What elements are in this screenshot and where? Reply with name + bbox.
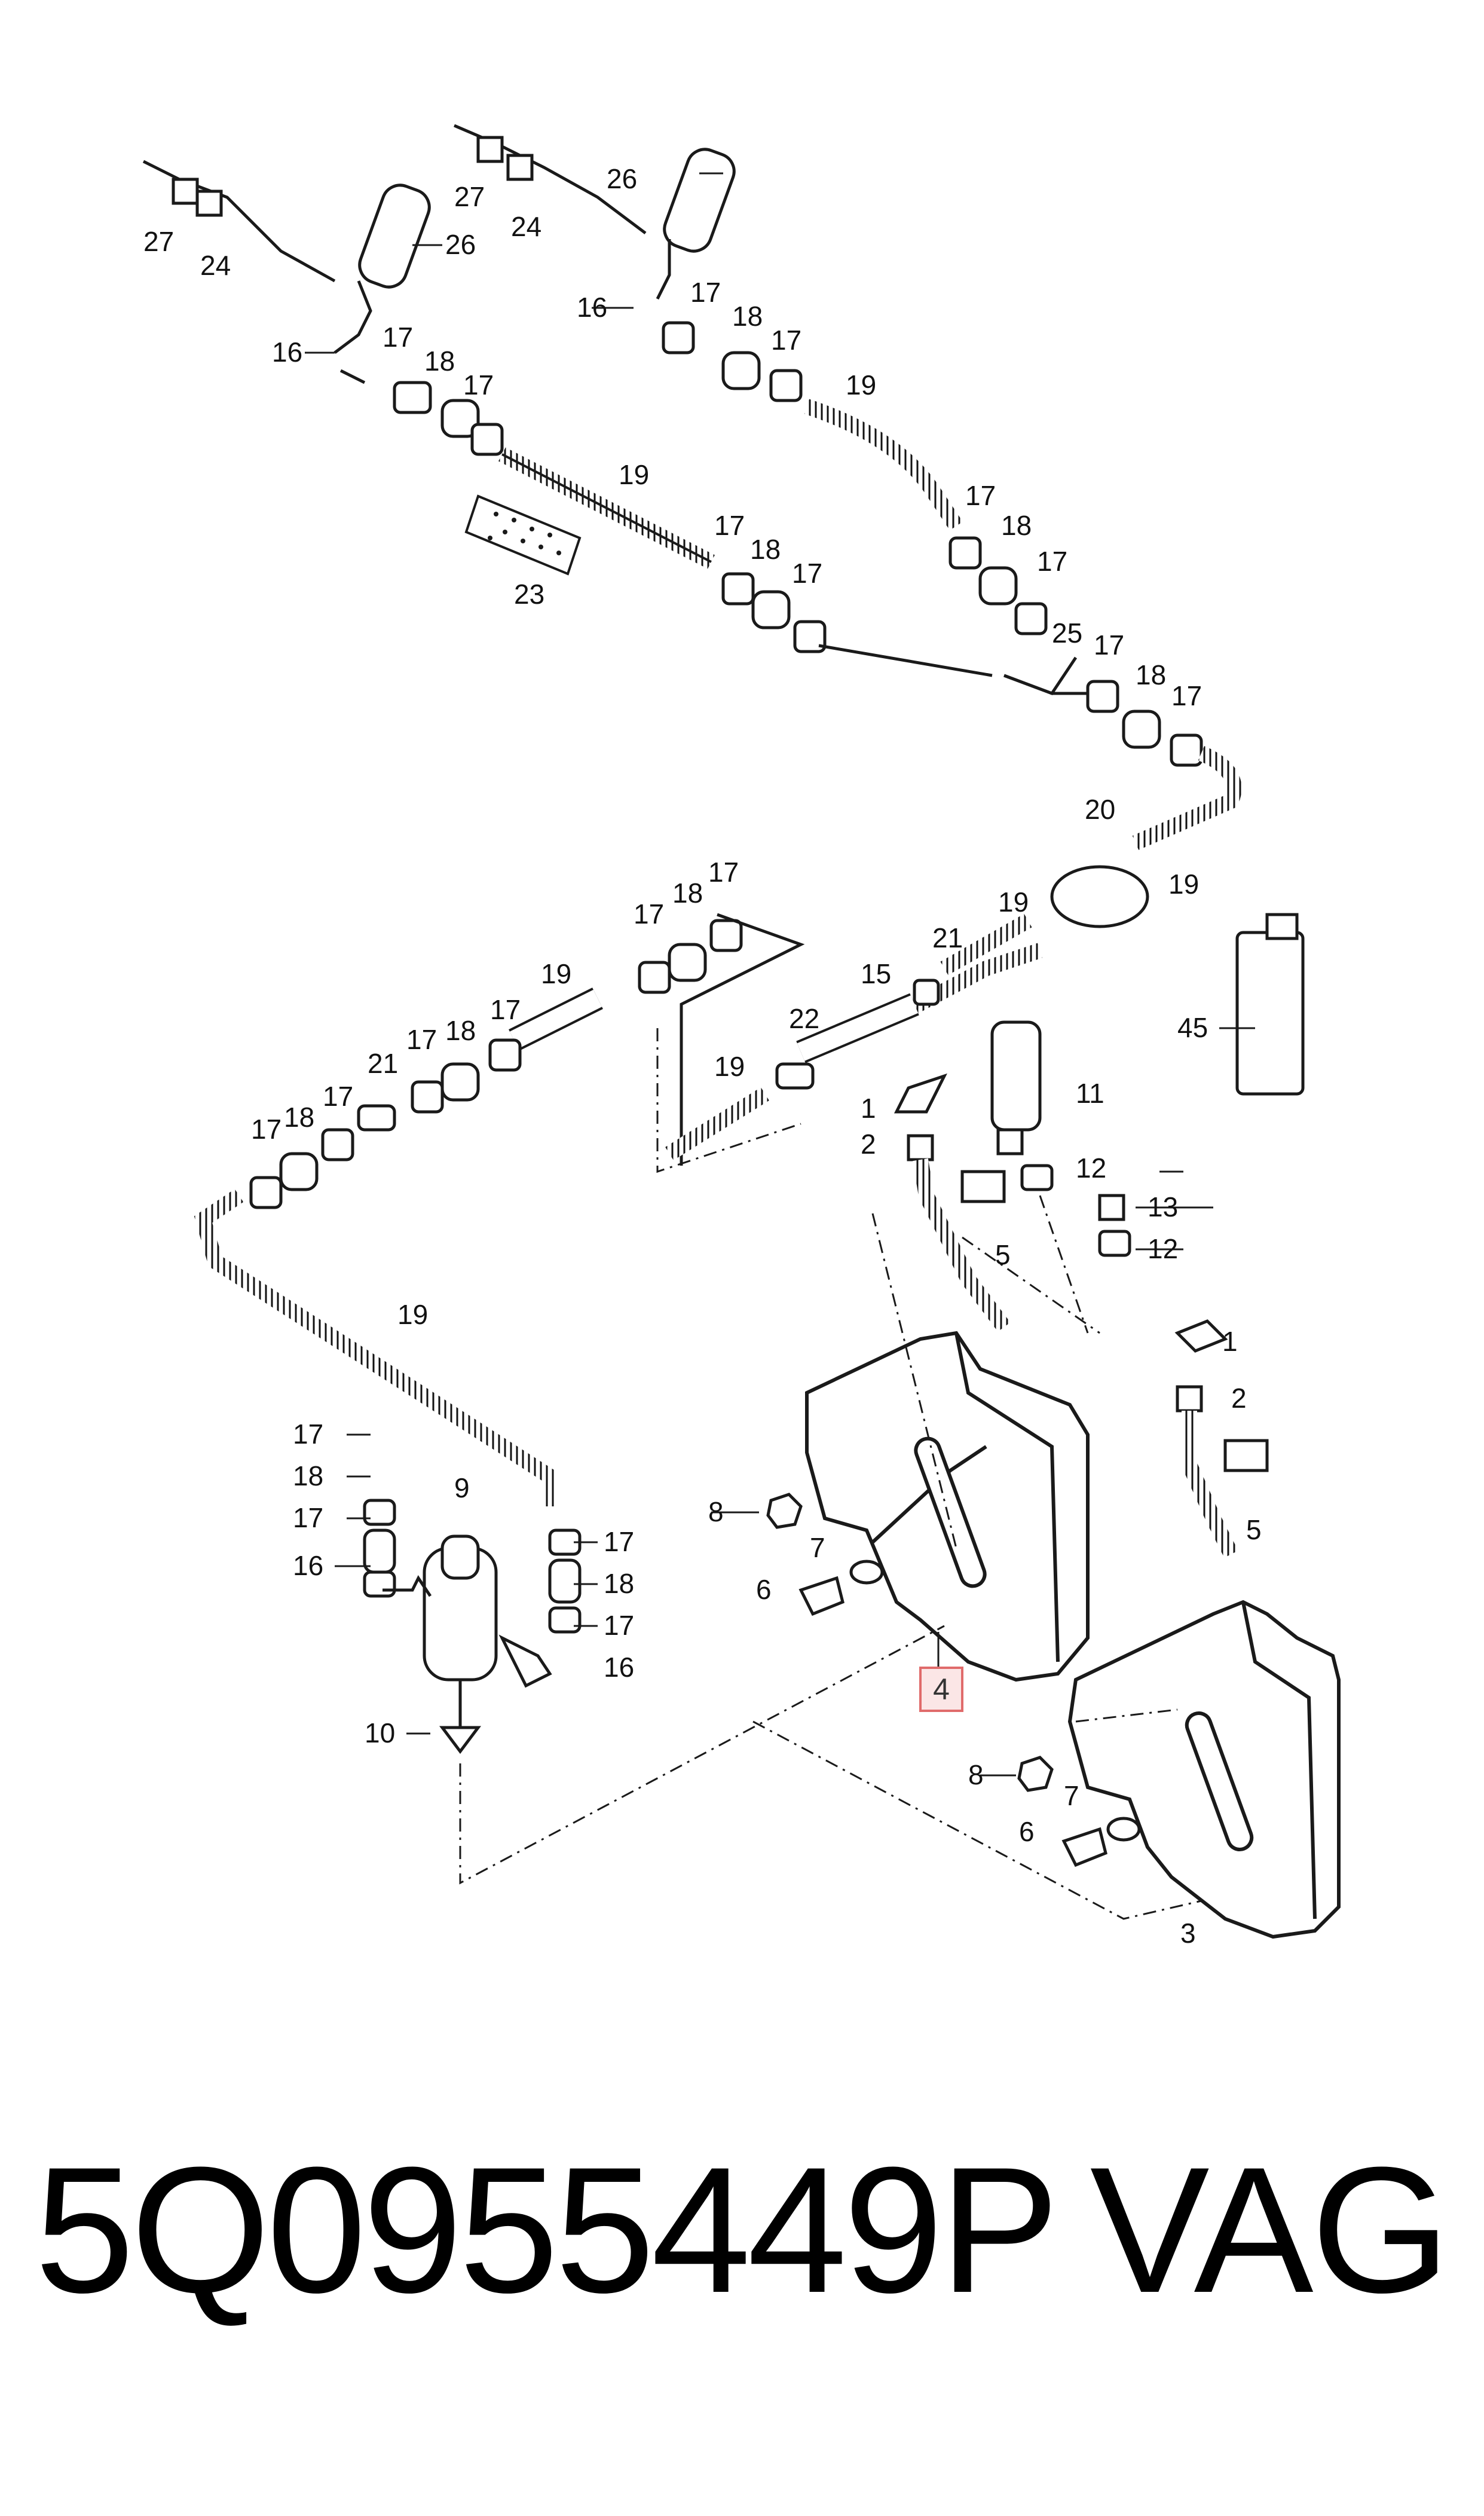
label-12: 12 xyxy=(1076,1152,1106,1184)
label-17: 17 xyxy=(293,1502,323,1533)
label-19: 19 xyxy=(846,369,876,401)
label-17: 17 xyxy=(490,994,521,1025)
washer-nozzle-left xyxy=(142,160,431,354)
label-6: 6 xyxy=(756,1574,772,1605)
label-19: 19 xyxy=(998,886,1029,918)
label-12: 12 xyxy=(1148,1233,1178,1264)
label-25: 25 xyxy=(1052,617,1082,649)
label-16: 16 xyxy=(272,337,302,368)
label-17: 17 xyxy=(1171,680,1202,711)
label-17: 17 xyxy=(690,277,721,308)
label-17: 17 xyxy=(965,480,996,511)
label-18: 18 xyxy=(424,346,455,377)
label-17: 17 xyxy=(293,1419,323,1450)
label-26: 26 xyxy=(445,229,476,260)
highlighted-callout: 4 xyxy=(919,1667,963,1712)
label-19: 19 xyxy=(541,958,571,989)
label-17: 17 xyxy=(634,898,664,930)
label-18: 18 xyxy=(672,878,703,909)
washer-nozzle-right xyxy=(454,124,736,300)
label-2: 2 xyxy=(861,1129,876,1160)
label-22: 22 xyxy=(789,1003,819,1034)
label-7: 7 xyxy=(810,1532,825,1563)
label-13: 13 xyxy=(1148,1191,1178,1222)
label-5: 5 xyxy=(1246,1514,1262,1545)
label-19: 19 xyxy=(714,1051,745,1082)
dashed-connectors xyxy=(459,1028,1202,1920)
label-8: 8 xyxy=(968,1759,984,1790)
label-27: 27 xyxy=(454,181,485,212)
label-18: 18 xyxy=(1136,659,1166,690)
callout-labels: 27 24 26 27 24 26 16 17 18 17 16 17 18 1… xyxy=(143,163,1262,1949)
label-18: 18 xyxy=(284,1102,314,1133)
label-21: 21 xyxy=(932,922,963,953)
leader-lines xyxy=(305,172,1255,1777)
parts-diagram: 27 24 26 27 24 26 16 17 18 17 16 17 18 1… xyxy=(142,124,1341,1949)
label-17: 17 xyxy=(1037,546,1067,577)
hose-assembly-upper xyxy=(339,321,1242,1023)
label-21: 21 xyxy=(368,1048,398,1079)
label-15: 15 xyxy=(861,958,891,989)
label-18: 18 xyxy=(445,1015,476,1046)
label-17: 17 xyxy=(251,1114,281,1145)
label-17: 17 xyxy=(1094,629,1124,661)
label-23: 23 xyxy=(514,579,544,610)
reservoir-4 xyxy=(805,1331,1090,1682)
label-20: 20 xyxy=(1085,794,1115,825)
label-2: 2 xyxy=(1231,1383,1247,1414)
label-7: 7 xyxy=(1064,1780,1079,1811)
label-18: 18 xyxy=(732,301,763,332)
label-19: 19 xyxy=(397,1299,428,1330)
label-17: 17 xyxy=(708,857,739,888)
label-17: 17 xyxy=(771,325,801,356)
label-3: 3 xyxy=(1180,1918,1196,1949)
reservoir-3 xyxy=(1067,1600,1341,1939)
label-17: 17 xyxy=(792,558,822,589)
label-10: 10 xyxy=(365,1717,395,1748)
label-16: 16 xyxy=(293,1550,323,1581)
label-9: 9 xyxy=(454,1472,470,1503)
brand-name: VAG xyxy=(1090,2129,1451,2330)
label-24: 24 xyxy=(511,211,541,242)
label-17: 17 xyxy=(323,1081,353,1112)
label-17: 17 xyxy=(383,322,413,353)
label-4-highlighted: 4 xyxy=(933,1673,950,1706)
label-1: 1 xyxy=(1222,1326,1238,1357)
small-parts xyxy=(766,1319,1269,1867)
label-16: 16 xyxy=(604,1652,634,1683)
label-5: 5 xyxy=(995,1239,1011,1270)
label-19: 19 xyxy=(619,459,649,490)
label-6: 6 xyxy=(1019,1816,1035,1847)
label-18: 18 xyxy=(604,1568,634,1599)
label-17: 17 xyxy=(463,369,494,401)
label-17: 17 xyxy=(714,510,745,541)
label-18: 18 xyxy=(750,534,781,565)
pumps-and-fittings xyxy=(363,913,1305,1754)
label-17: 17 xyxy=(604,1526,634,1557)
label-11: 11 xyxy=(1076,1078,1104,1109)
label-16: 16 xyxy=(577,292,607,323)
label-27: 27 xyxy=(143,226,174,257)
label-24: 24 xyxy=(200,250,231,281)
label-1: 1 xyxy=(861,1093,876,1124)
label-18: 18 xyxy=(1001,510,1032,541)
label-17: 17 xyxy=(604,1610,634,1641)
label-8: 8 xyxy=(708,1496,724,1527)
hose-assembly-middle xyxy=(194,913,1032,1506)
label-18: 18 xyxy=(293,1460,323,1491)
label-26: 26 xyxy=(607,163,637,194)
label-17: 17 xyxy=(406,1024,437,1055)
part-number: 5Q0955449P xyxy=(35,2129,1059,2330)
label-19: 19 xyxy=(1168,869,1199,900)
label-45: 45 xyxy=(1177,1012,1208,1043)
sprayer-tape xyxy=(464,494,582,576)
